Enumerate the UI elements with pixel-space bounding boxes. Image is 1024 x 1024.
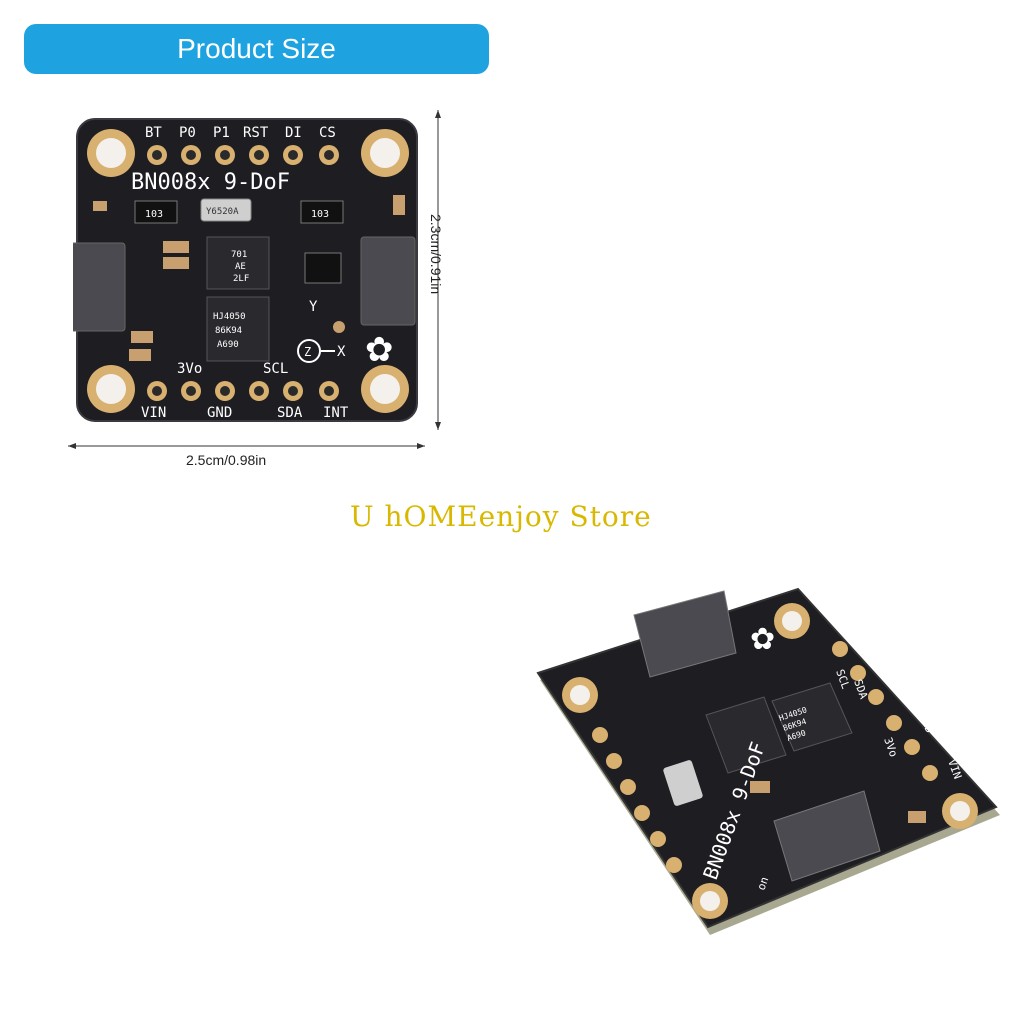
crystal-label: Y6520A bbox=[206, 207, 239, 217]
resistor-label-1: 103 bbox=[145, 209, 163, 220]
bottom-pin-pads bbox=[147, 381, 339, 401]
angled-connector-bottom bbox=[773, 790, 881, 882]
axis-y-label: Y bbox=[309, 299, 318, 315]
board-angled-view: ✿ BN008x 9-DoF BT P0 P1 RST DI CS INT SD… bbox=[536, 587, 1000, 935]
ic-label-1: 701 bbox=[231, 250, 247, 260]
capacitor-4 bbox=[131, 331, 153, 343]
regulator bbox=[304, 252, 342, 284]
angled-connector-top bbox=[633, 590, 737, 678]
flower-logo: ✿ bbox=[365, 330, 394, 370]
angled-pin-gnd: GND bbox=[917, 712, 936, 735]
ic-bno08x bbox=[206, 236, 270, 290]
board-top-view: BT P0 P1 RST DI CS BN008x 9-DoF on 103 1… bbox=[73, 118, 418, 422]
angled-pin-p0: P0 bbox=[593, 833, 610, 850]
angled-pin-rst: RST bbox=[561, 777, 580, 800]
ic-label-2: AE bbox=[235, 262, 246, 272]
angled-cap-1 bbox=[750, 781, 770, 793]
pin-label-sda: SDA bbox=[277, 405, 303, 421]
pin-label-gnd: GND bbox=[207, 405, 232, 421]
stemma-connector-right bbox=[360, 236, 416, 326]
angled-cap-2 bbox=[908, 811, 926, 823]
pin-label-rst: RST bbox=[243, 125, 269, 141]
width-dimension-label: 2.5cm/0.98in bbox=[186, 452, 267, 468]
ic-level-shifter bbox=[206, 296, 270, 362]
mounting-hole-br bbox=[361, 365, 409, 413]
pin-label-vin: VIN bbox=[141, 405, 166, 421]
angled-left-pads bbox=[592, 727, 682, 873]
height-dimension-label: 2.3cm/0.91in bbox=[428, 214, 444, 295]
label-3vo: 3Vo bbox=[177, 361, 202, 377]
mounting-hole-tr bbox=[361, 129, 409, 177]
product-size-banner: Product Size bbox=[24, 24, 489, 74]
angled-right-pads bbox=[832, 641, 938, 781]
ic-label-3: 2LF bbox=[233, 274, 249, 284]
label-scl: SCL bbox=[263, 361, 288, 377]
angled-pin-p1: P1 bbox=[601, 805, 618, 822]
angled-pin-bt: BT bbox=[581, 859, 598, 876]
angled-ic-2 bbox=[771, 682, 853, 752]
angled-on-label: on bbox=[755, 875, 772, 892]
mounting-hole-bl bbox=[87, 365, 135, 413]
ic2-label-3: A690 bbox=[217, 340, 239, 350]
angled-ic-1 bbox=[705, 696, 787, 774]
capacitor-3 bbox=[163, 257, 189, 269]
via-pad bbox=[333, 321, 345, 333]
board-title: BN008x 9-DoF bbox=[131, 170, 290, 195]
top-pin-pads bbox=[147, 145, 339, 165]
capacitor-2 bbox=[163, 241, 189, 253]
resistor-array-2 bbox=[300, 200, 344, 224]
store-watermark: U hOMEenjoy Store bbox=[350, 500, 652, 533]
led-on bbox=[93, 201, 107, 211]
resistor-label-2: 103 bbox=[311, 209, 329, 220]
angled-flower-logo: ✿ bbox=[750, 622, 775, 657]
banner-title: Product Size bbox=[177, 33, 336, 64]
capacitor-1 bbox=[393, 195, 405, 215]
ic2-label-1: HJ4050 bbox=[213, 312, 246, 322]
angled-holes bbox=[562, 603, 978, 919]
capacitor-5 bbox=[129, 349, 151, 361]
angled-pin-3vo: 3Vo bbox=[881, 736, 900, 759]
pin-label-cs: CS bbox=[319, 125, 336, 141]
pin-label-di: DI bbox=[285, 125, 302, 141]
angled-crystal bbox=[663, 760, 703, 806]
resistor-array-1 bbox=[134, 200, 178, 224]
crystal bbox=[200, 198, 252, 222]
ic2-label-2: 86K94 bbox=[215, 326, 242, 336]
pin-label-bt: BT bbox=[145, 125, 162, 141]
pin-label-p1: P1 bbox=[213, 125, 230, 141]
angled-pin-vin: VIN bbox=[945, 758, 964, 781]
stemma-connector-left bbox=[73, 242, 126, 332]
pin-label-int: INT bbox=[323, 405, 349, 421]
pin-label-p0: P0 bbox=[179, 125, 196, 141]
angled-pin-di: DI bbox=[561, 755, 578, 772]
angled-pin-cs: CS bbox=[565, 735, 582, 752]
axis-z-circle bbox=[297, 339, 321, 363]
mounting-hole-tl bbox=[87, 129, 135, 177]
axis-x-label: X bbox=[337, 344, 346, 360]
axis-z-label: Z bbox=[304, 345, 311, 359]
